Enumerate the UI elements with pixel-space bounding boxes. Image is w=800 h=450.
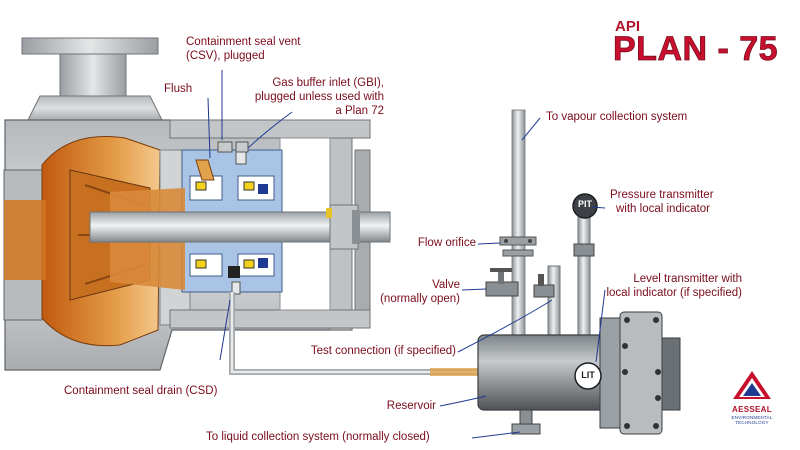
label-csv: Containment seal vent(CSV), plugged: [186, 36, 301, 62]
vapour-vent-pipe: [511, 109, 526, 341]
pit-label: PIT: [577, 199, 592, 209]
brand-tagline: ENVIRONMENTAL TECHNOLOGY: [731, 415, 773, 425]
label-gbi: Gas buffer inlet (GBI),plugged unless us…: [254, 77, 384, 117]
label-vapour: To vapour collection system: [546, 111, 688, 123]
pump-shaft: [89, 204, 391, 250]
leader-lines: [207, 70, 606, 439]
label-test-connection: Test connection (if specified): [310, 345, 456, 357]
brand-name: AESSEAL: [732, 405, 772, 414]
valve: [485, 268, 519, 297]
label-valve: Valve(normally open): [380, 279, 460, 305]
lit-label: LIT: [581, 370, 595, 380]
label-flow-orifice: Flow orifice: [417, 237, 476, 249]
aesseal-logo-icon: [733, 371, 771, 399]
flow-orifice: [499, 236, 537, 257]
title-prefix: API: [615, 18, 641, 35]
pressure-transmitter: [572, 193, 598, 341]
reservoir: [477, 311, 681, 435]
label-reservoir: Reservoir: [386, 400, 436, 412]
page-title: PLAN - 75: [613, 30, 779, 69]
label-csd: Containment seal drain (CSD): [64, 385, 218, 397]
label-flush: Flush: [164, 83, 193, 95]
discharge-nozzle: [21, 37, 163, 121]
brand-logo: AESSEAL ENVIRONMENTAL TECHNOLOGY: [722, 370, 782, 425]
label-liquid: To liquid collection system (normally cl…: [206, 431, 430, 443]
